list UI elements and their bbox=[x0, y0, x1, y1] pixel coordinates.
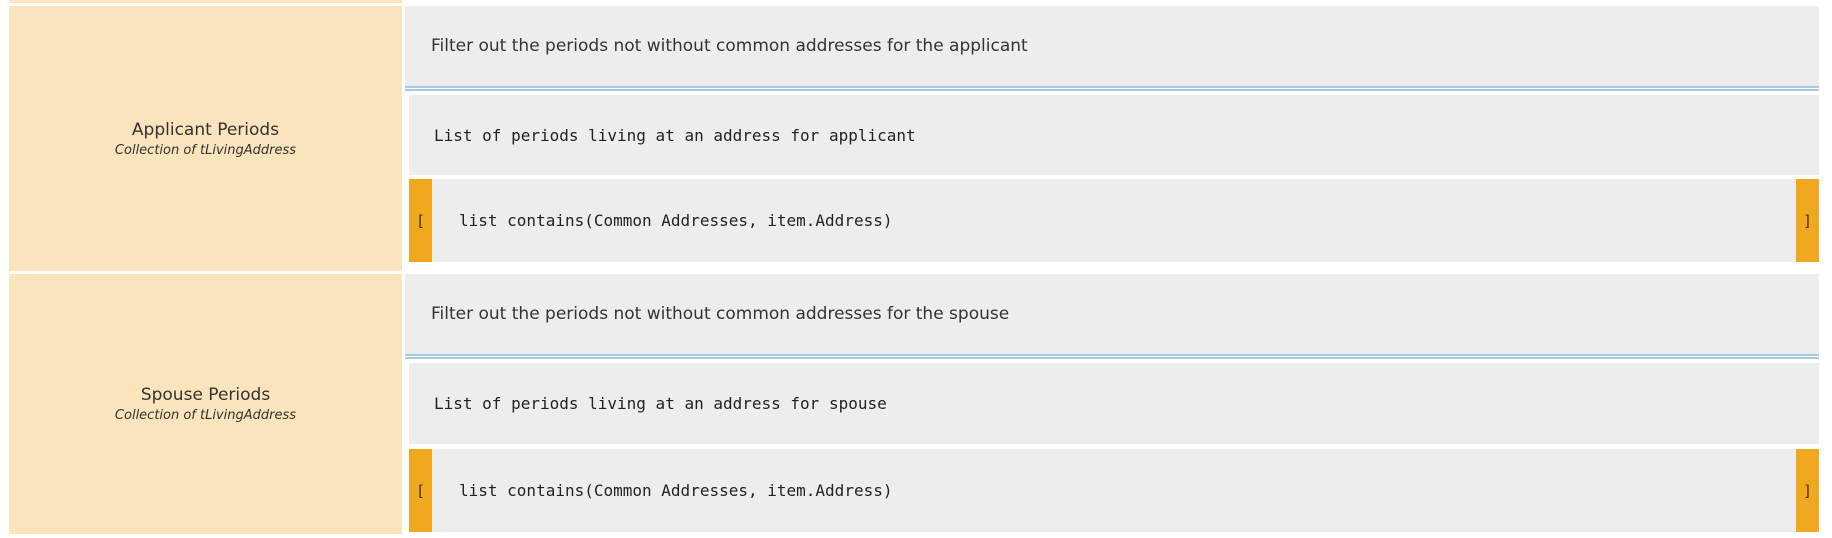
close-bracket: ] bbox=[1796, 179, 1819, 262]
list-label-cell[interactable]: List of periods living at an address for… bbox=[409, 363, 1819, 444]
previous-row-edge bbox=[9, 0, 402, 3]
open-bracket: [ bbox=[409, 449, 432, 532]
variable-name-cell[interactable]: Applicant Periods Collection of tLivingA… bbox=[9, 6, 402, 271]
divider bbox=[405, 86, 1819, 91]
close-bracket: ] bbox=[1796, 449, 1819, 532]
variable-type: Collection of tLivingAddress bbox=[114, 408, 297, 423]
filter-expression[interactable]: list contains(Common Addresses, item.Add… bbox=[459, 481, 893, 500]
open-bracket: [ bbox=[409, 179, 432, 262]
divider bbox=[405, 354, 1819, 359]
list-label-cell[interactable]: List of periods living at an address for… bbox=[409, 95, 1819, 175]
expression-row[interactable]: [ list contains(Common Addresses, item.A… bbox=[409, 179, 1819, 262]
description-cell[interactable]: Filter out the periods not without commo… bbox=[405, 274, 1819, 354]
variable-name: Applicant Periods bbox=[131, 119, 280, 140]
variable-name-cell[interactable]: Spouse Periods Collection of tLivingAddr… bbox=[9, 274, 402, 534]
description-cell[interactable]: Filter out the periods not without commo… bbox=[405, 6, 1819, 86]
variable-type: Collection of tLivingAddress bbox=[114, 142, 297, 158]
filter-expression[interactable]: list contains(Common Addresses, item.Add… bbox=[459, 211, 893, 230]
variable-name: Spouse Periods bbox=[140, 385, 271, 405]
expression-row[interactable]: [ list contains(Common Addresses, item.A… bbox=[409, 449, 1819, 532]
